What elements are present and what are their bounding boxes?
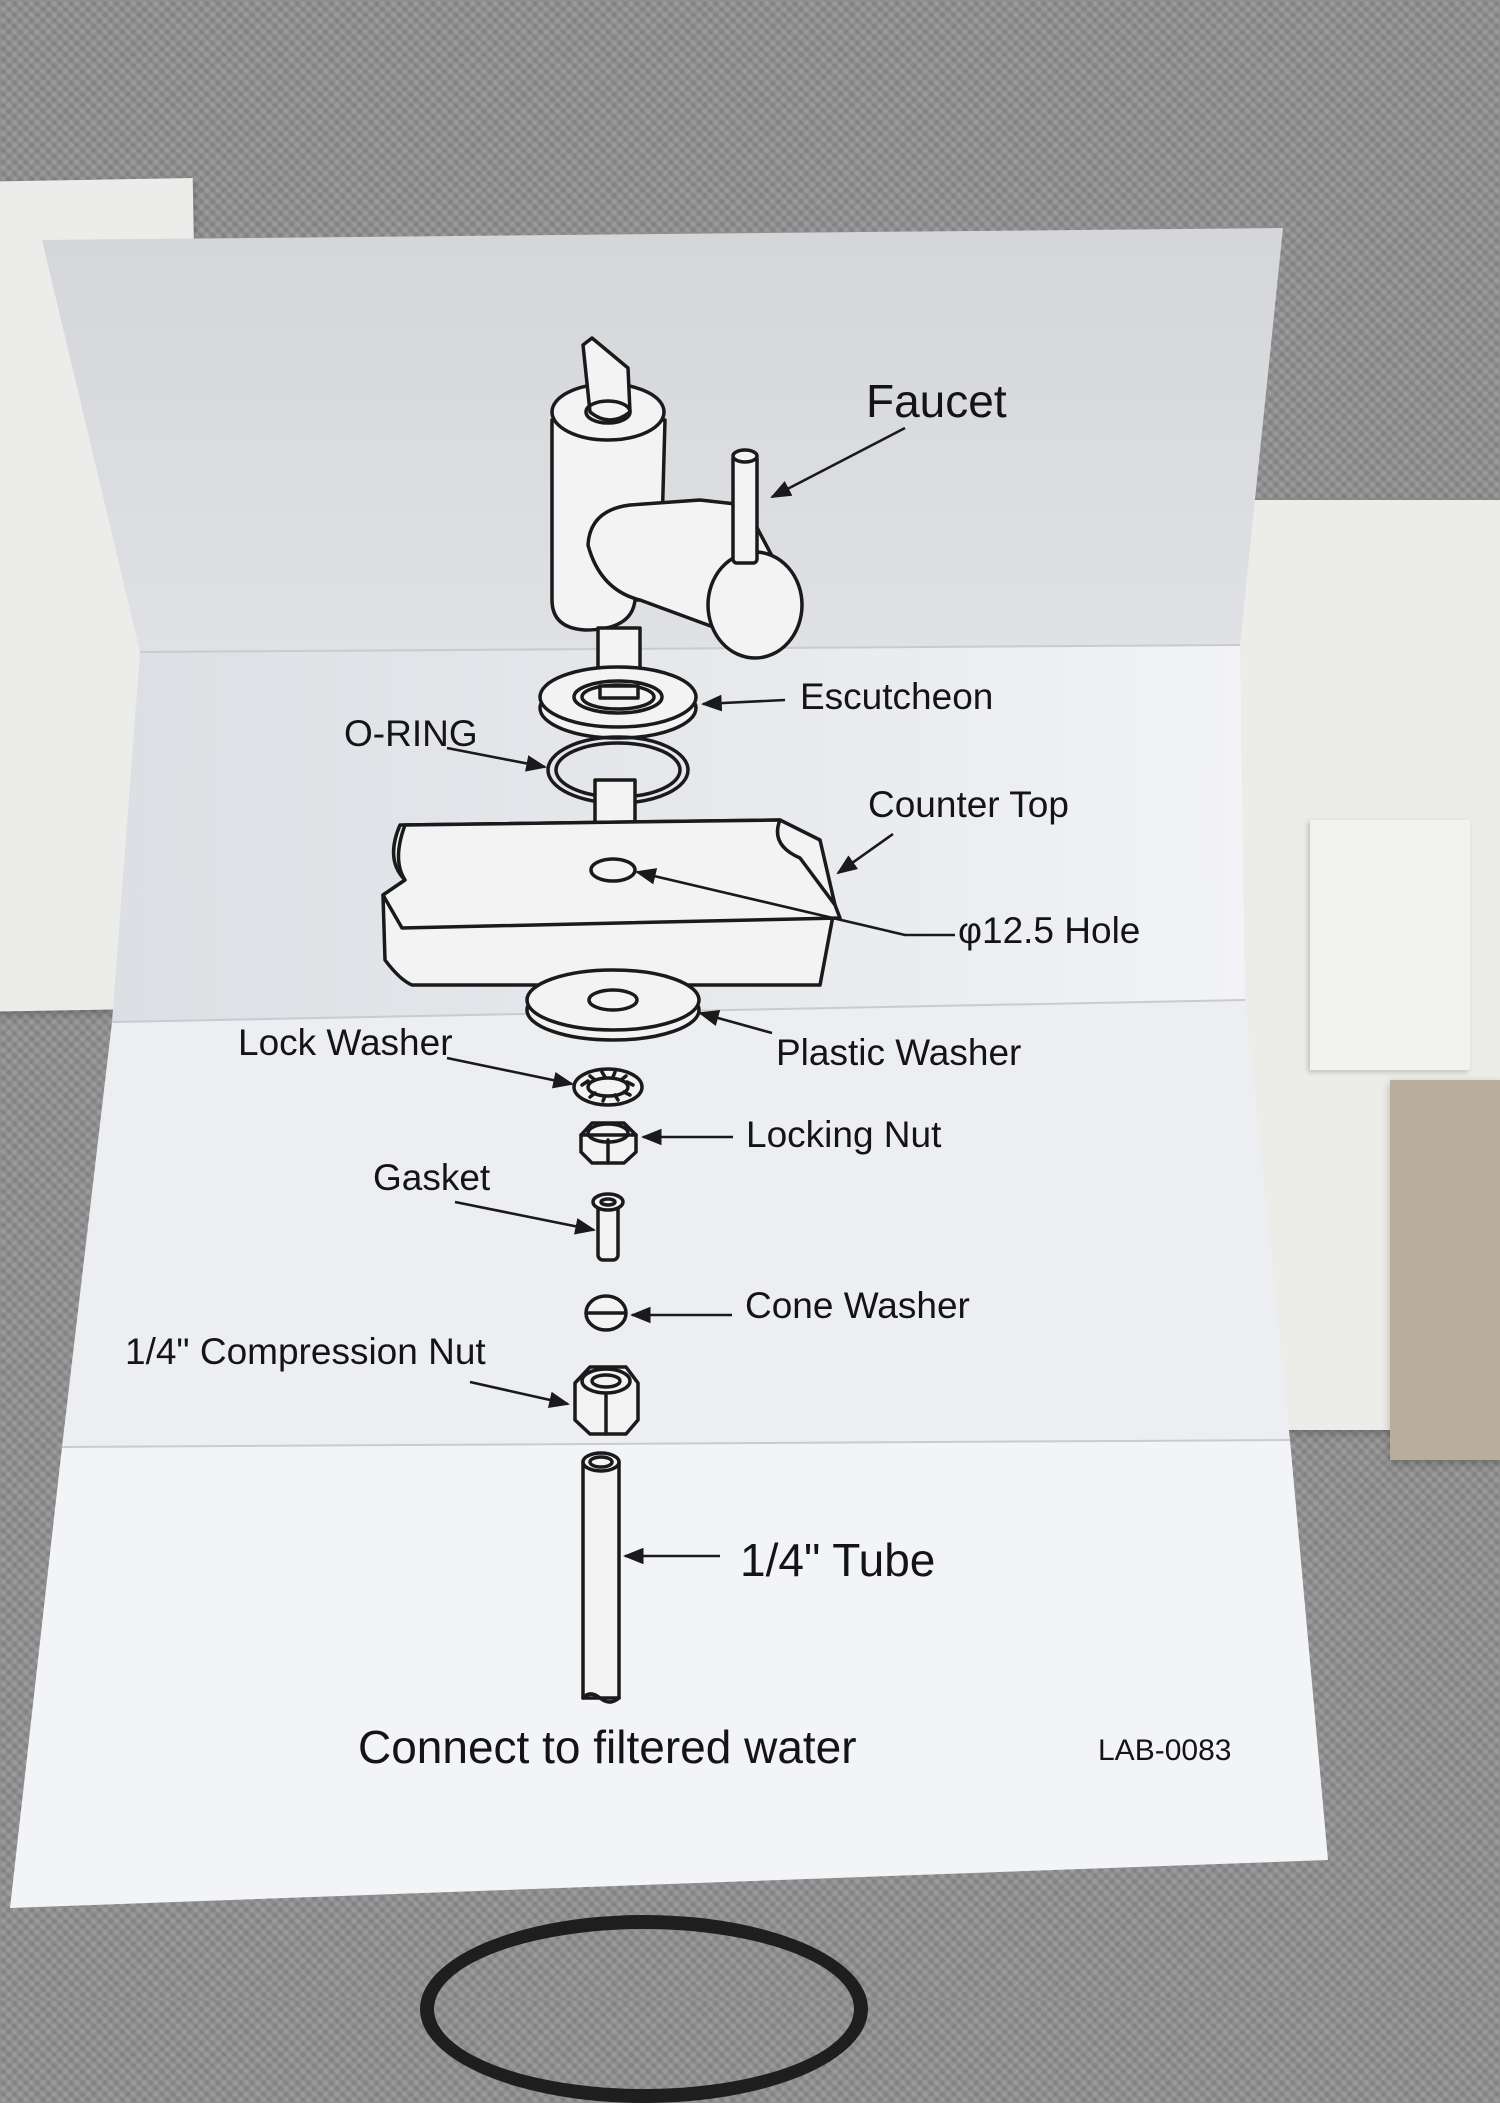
leader-plastic-washer <box>697 1009 773 1035</box>
label-faucet: Faucet <box>866 375 1007 427</box>
paper-panel-middle <box>62 1000 1290 1447</box>
leader-lock-washer <box>446 1056 575 1089</box>
label-escutcheon: Escutcheon <box>800 676 993 717</box>
leader-gasket <box>454 1200 597 1235</box>
label-counter-top: Counter Top <box>868 784 1069 825</box>
label-cone-washer: Cone Washer <box>745 1285 970 1326</box>
label-plastic-washer: Plastic Washer <box>776 1032 1021 1073</box>
instruction-sheet: Faucet Escutcheon O-RING Counter Top φ12… <box>10 228 1328 1908</box>
cone-washer-icon <box>584 1294 628 1332</box>
label-hole: φ12.5 Hole <box>958 910 1140 951</box>
tube-icon <box>581 1451 621 1704</box>
lock-washer-icon <box>572 1067 644 1107</box>
counter-top-icon <box>381 818 842 987</box>
leader-counter-top <box>836 832 894 875</box>
faucet-icon <box>550 336 804 710</box>
leader-compression-nut <box>469 1380 571 1409</box>
locking-nut-icon <box>579 1121 638 1165</box>
compression-nut-icon <box>573 1365 640 1436</box>
fold-line-3 <box>61 1439 1291 1448</box>
faucet-installation-diagram: Faucet Escutcheon O-RING Counter Top φ12… <box>10 228 1328 1908</box>
leader-o-ring <box>446 746 548 772</box>
footer-instruction: Connect to filtered water <box>358 1721 857 1773</box>
label-lock-washer: Lock Washer <box>238 1022 453 1063</box>
box-cardboard-edge <box>1390 1080 1500 1460</box>
label-compression-nut: 1/4" Compression Nut <box>125 1331 486 1372</box>
paper-panel-bottom <box>10 1440 1328 1908</box>
leader-faucet <box>770 426 906 499</box>
label-tube: 1/4" Tube <box>740 1534 935 1586</box>
fold-line-1 <box>139 644 1241 653</box>
box-flap <box>1310 820 1470 1070</box>
leader-hole <box>634 868 955 937</box>
leader-escutcheon <box>700 694 786 712</box>
plastic-washer-icon <box>525 968 701 1042</box>
escutcheon-icon <box>538 665 698 740</box>
label-locking-nut: Locking Nut <box>746 1114 942 1155</box>
gasket-icon <box>591 1192 625 1262</box>
label-o-ring: O-RING <box>344 713 478 754</box>
document-code: LAB-0083 <box>1098 1734 1231 1767</box>
label-gasket: Gasket <box>373 1157 491 1198</box>
